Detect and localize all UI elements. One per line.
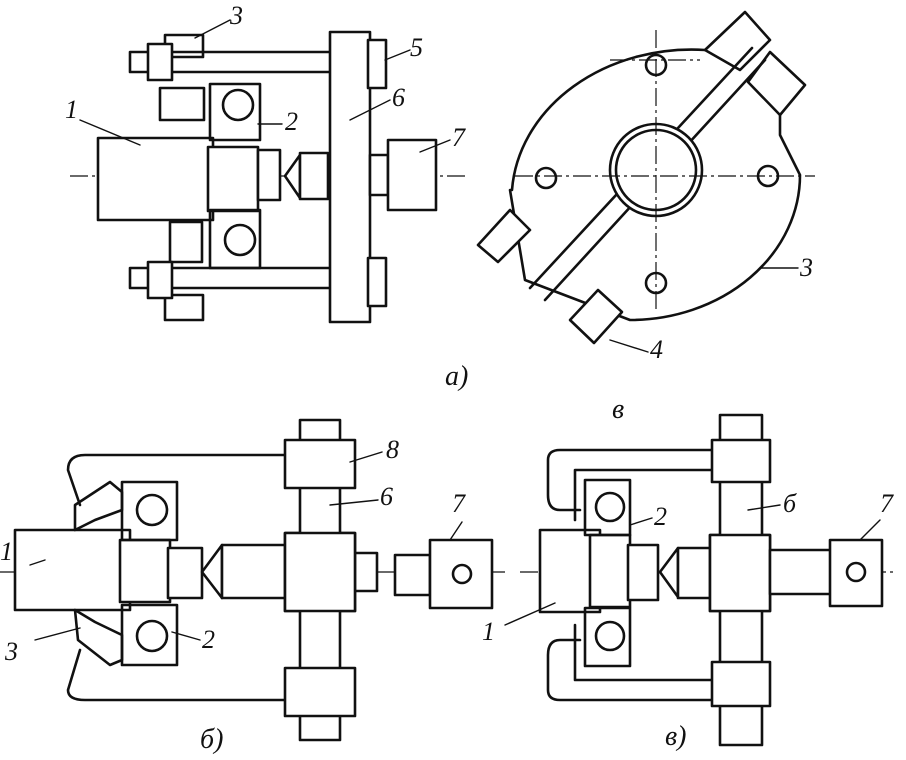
label-c-7: 7: [880, 489, 894, 518]
crossbar-6: [328, 30, 372, 324]
nut-5-top: [366, 38, 388, 90]
nut-c-top: [710, 438, 772, 484]
bolt-upper: [476, 208, 532, 264]
handle-7-c: [828, 538, 884, 608]
label-2: 2: [285, 107, 298, 136]
label-7: 7: [452, 123, 466, 152]
pusher-screw-b: [220, 543, 289, 600]
screw-cone: [283, 153, 302, 200]
label-b-7: 7: [452, 489, 466, 518]
view-a: 1 2 3 5 6 7 а): [65, 1, 468, 392]
nut-5-bottom: [366, 256, 388, 308]
arm-c-bottom: [546, 638, 714, 702]
label-b-6: 6: [380, 482, 393, 511]
label-b-8: 8: [386, 435, 399, 464]
label-b-1: 1: [0, 537, 13, 566]
caption-c: в): [665, 721, 686, 752]
label-6: 6: [392, 83, 405, 112]
arm-c-top: [546, 448, 714, 512]
label-c-2: 2: [654, 502, 667, 531]
shaft-1: [96, 136, 215, 222]
caption-a: а): [445, 361, 468, 392]
label-5: 5: [410, 33, 423, 62]
label-c-1: 1: [482, 617, 495, 646]
arm-b-bottom: [66, 648, 287, 702]
label-b-2: 2: [202, 625, 215, 654]
label-b-3: 3: [4, 637, 18, 666]
shaft-b: [13, 528, 132, 612]
shaft-step: [206, 145, 260, 213]
view-b: 1 3 2 8 6 7 б): [0, 418, 505, 755]
label-4: 4: [650, 335, 663, 364]
nut-8-top: [283, 438, 357, 490]
screw-body: [298, 151, 330, 201]
bolt-4: [568, 288, 624, 345]
label-3: 3: [229, 1, 243, 30]
nut-8-bottom: [283, 666, 357, 718]
lug-top-b: [746, 50, 807, 117]
plate-label-3: 3: [799, 253, 813, 282]
hole-left: [534, 166, 558, 190]
caption-b: б): [200, 724, 223, 755]
view-c: 1 2 б 7 в): [482, 413, 895, 752]
handle-7-b: [428, 538, 494, 610]
screw-head-7: [386, 138, 438, 212]
caption-plate: в: [612, 394, 624, 425]
label-1: 1: [65, 95, 78, 124]
view-plate: 4 3 в: [476, 10, 815, 425]
arm-b-top: [66, 453, 287, 507]
plate-body: [508, 48, 802, 322]
nut-c-bottom: [710, 660, 772, 708]
bearing-2: [208, 82, 262, 270]
label-c-6: б: [783, 489, 797, 518]
lug-top-a: [703, 10, 772, 72]
flange-3-bottom: [163, 293, 205, 322]
